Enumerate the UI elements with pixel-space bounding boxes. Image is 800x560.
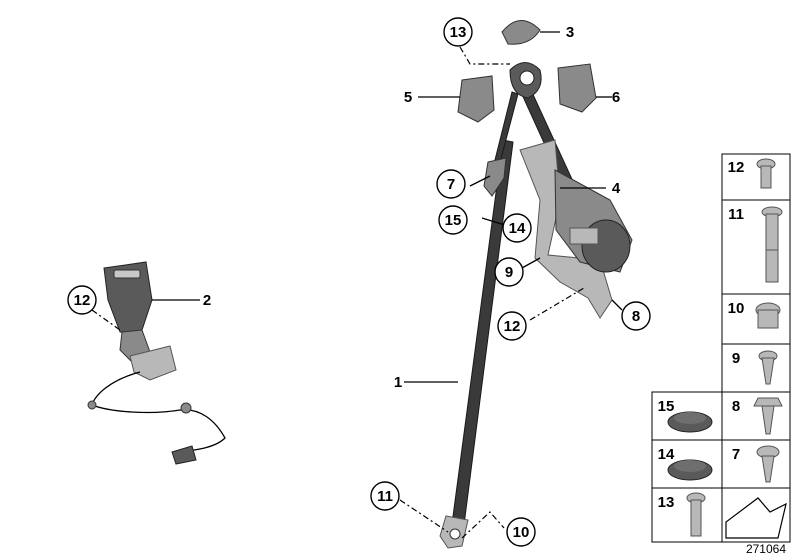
svg-text:9: 9 [505,264,513,281]
buckle-assembly [87,261,226,465]
label-7: 7 [436,169,466,199]
seat-belt-assembly [439,20,633,549]
svg-text:15: 15 [445,212,462,229]
cover-cap [501,20,541,45]
screw-8-icon [753,397,783,435]
callout-labels: 13 3 5 6 7 4 15 14 9 [67,17,651,547]
screw-12-icon [756,158,776,189]
legend-label-13: 13 [658,494,675,511]
anchor-hole [449,528,461,540]
cover-right [557,63,597,113]
svg-text:2: 2 [203,292,211,309]
buckle-bracket [129,345,177,381]
leader-lines [91,31,623,539]
grommet-15-icon [667,411,713,433]
label-5: 5 [404,89,412,106]
legend-label-14: 14 [658,446,675,463]
label-9: 9 [494,257,524,287]
wire-clip-right [180,402,192,414]
label-3: 3 [566,24,574,41]
wire-clip-left [87,400,97,410]
bolt-11-icon [761,206,783,283]
svg-text:11: 11 [377,488,393,505]
label-12-retractor: 12 [497,311,527,341]
label-12-buckle: 12 [67,285,97,315]
nut-10-icon [755,302,781,329]
svg-text:6: 6 [612,89,620,106]
label-8: 8 [621,301,651,331]
svg-text:7: 7 [447,176,455,193]
svg-text:8: 8 [632,308,640,325]
svg-text:3: 3 [566,24,574,41]
label-6: 6 [612,89,620,106]
svg-text:5: 5 [404,89,412,106]
reference-number: 271064 [746,542,786,556]
svg-text:1: 1 [394,374,402,391]
label-13: 13 [443,17,473,47]
label-2: 2 [203,292,211,309]
label-1: 1 [394,374,402,391]
legend-label-7: 7 [732,446,740,463]
legend-label-11: 11 [728,206,744,223]
label-15: 15 [438,205,468,235]
label-4: 4 [612,180,621,197]
guide-eye [519,70,535,86]
svg-text:12: 12 [504,318,521,335]
svg-text:14: 14 [509,220,526,237]
cover-left [457,75,495,123]
legend-label-15: 15 [658,398,675,415]
svg-text:4: 4 [612,180,621,197]
belt-clip [483,157,507,197]
parts-legend: 12 11 10 9 8 7 15 14 13 [651,153,791,543]
label-11: 11 [370,481,400,511]
legend-label-9: 9 [732,350,740,367]
screw-9-icon [758,350,778,385]
arrow-icon [725,497,787,539]
retractor-mechanism [569,227,599,245]
buckle-slot [113,269,141,279]
legend-label-8: 8 [732,398,740,415]
wire-connector [171,445,197,465]
label-10: 10 [506,517,536,547]
svg-text:12: 12 [74,292,91,309]
buckle-wire [91,371,226,453]
svg-text:10: 10 [513,524,530,541]
grommet-14-icon [667,459,713,481]
bolt-13-icon [686,492,706,537]
legend-label-12: 12 [728,159,745,176]
svg-text:13: 13 [450,24,467,41]
label-14: 14 [502,213,532,243]
legend-label-10: 10 [728,300,745,317]
screw-7-icon [756,445,780,483]
